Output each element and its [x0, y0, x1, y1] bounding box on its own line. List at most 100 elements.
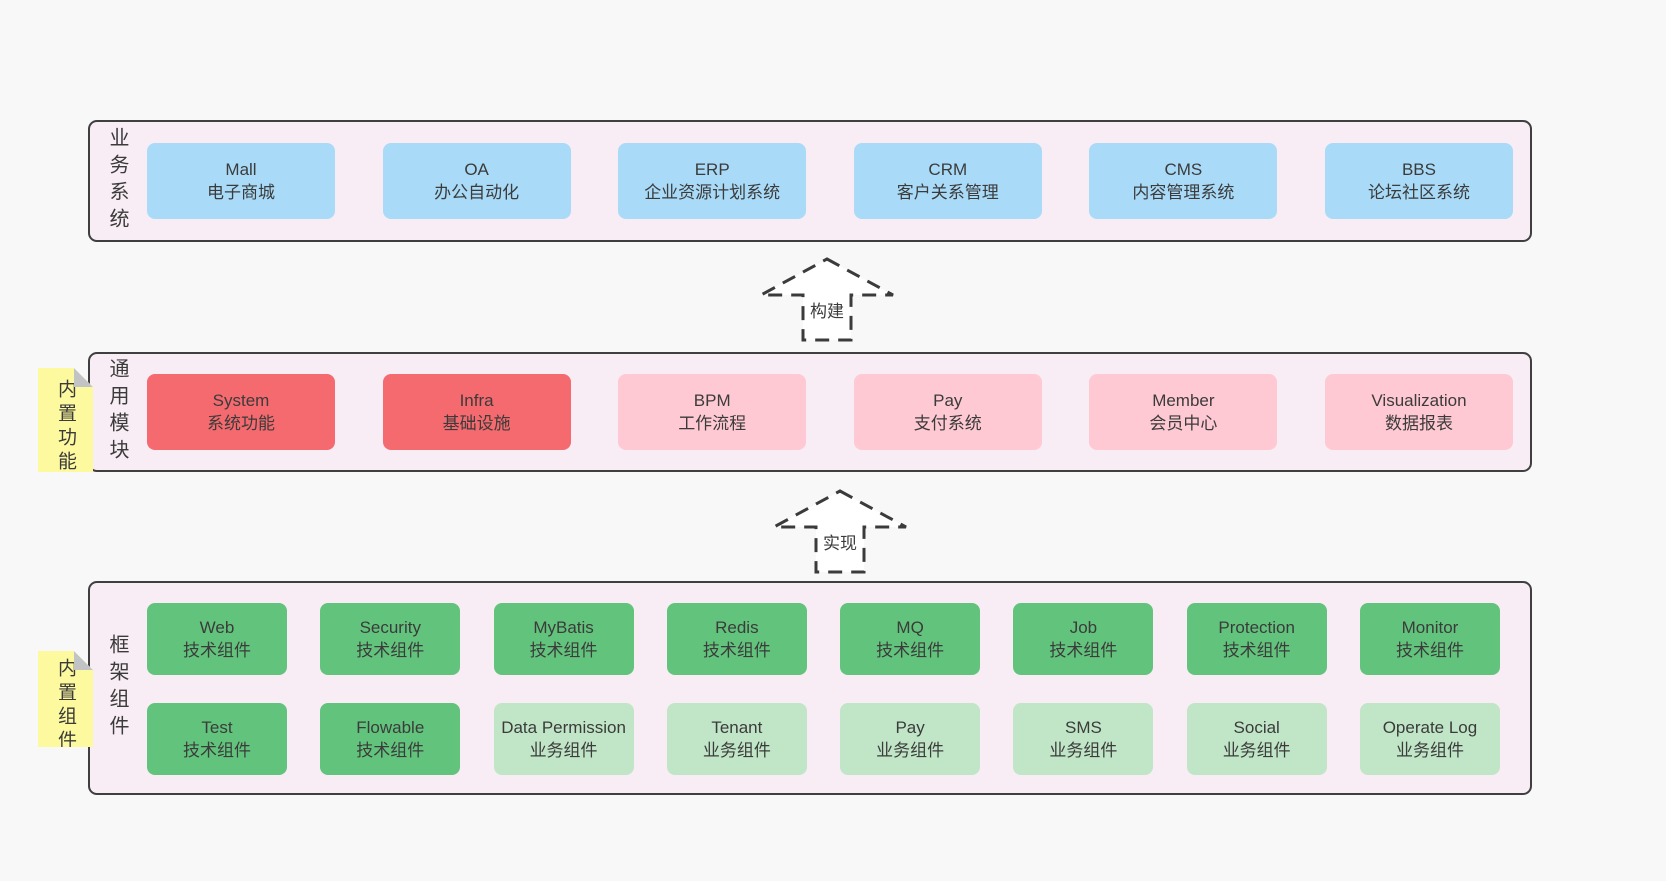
box-tenant: Tenant 业务组件 [666, 703, 807, 775]
box-title: Protection [1218, 617, 1295, 637]
band-framework-components: 框架组件 Web 技术组件 Security 技术组件 MyBatis 技术组件… [88, 581, 1532, 795]
box-subtitle: 办公自动化 [434, 183, 520, 202]
box-subtitle: 技术组件 [529, 641, 598, 660]
box-title: Flowable [356, 717, 425, 737]
box-subtitle: 业务组件 [876, 741, 945, 760]
box-subtitle: 业务组件 [529, 741, 598, 760]
box-subtitle: 技术组件 [356, 741, 425, 760]
box-mybatis: MyBatis 技术组件 [493, 603, 634, 675]
box-subtitle: 系统功能 [207, 414, 275, 433]
box-subtitle: 支付系统 [913, 414, 982, 433]
box-social: Social 业务组件 [1186, 703, 1327, 775]
business-row: Mall 电子商城 OA 办公自动化 ERP 企业资源计划系统 CRM 客户关系… [147, 122, 1513, 240]
box-visualization: Visualization 数据报表 [1324, 374, 1513, 450]
box-subtitle: 客户关系管理 [896, 183, 999, 202]
modules-row: System 系统功能 Infra 基础设施 BPM 工作流程 Pay 支付系统… [147, 354, 1513, 470]
sticky-note-built-in-components: 内置组件 [38, 651, 93, 747]
box-subtitle: 企业资源计划系统 [644, 183, 781, 202]
box-subtitle: 技术组件 [1049, 641, 1118, 660]
box-subtitle: 技术组件 [1222, 641, 1291, 660]
box-title: Monitor [1401, 617, 1459, 637]
box-title: Operate Log [1382, 717, 1478, 737]
box-title: BPM [693, 390, 731, 410]
box-title: MQ [896, 617, 924, 637]
box-subtitle: 技术组件 [702, 641, 771, 660]
box-subtitle: 业务组件 [1395, 741, 1464, 760]
box-title: Mall [225, 159, 257, 179]
sticky-note-label: 内置功能 [55, 379, 76, 475]
box-redis: Redis 技术组件 [666, 603, 807, 675]
band-business-systems: 业务系统 Mall 电子商城 OA 办公自动化 ERP 企业资源计划系统 CRM… [88, 120, 1532, 242]
box-title: System [212, 390, 270, 410]
box-title: Data Permission [501, 717, 626, 737]
components-row-1: Web 技术组件 Security 技术组件 MyBatis 技术组件 Redi… [147, 603, 1500, 675]
box-subtitle: 内容管理系统 [1132, 183, 1235, 202]
box-title: BBS [1401, 159, 1436, 179]
box-subtitle: 会员中心 [1149, 414, 1218, 433]
box-subtitle: 技术组件 [356, 641, 425, 660]
arrow-build: 构建 [757, 256, 897, 342]
components-row-2: Test 技术组件 Flowable 技术组件 Data Permission … [147, 703, 1500, 775]
box-title: Social [1233, 717, 1280, 737]
arrow-build-label: 构建 [807, 296, 847, 323]
box-title: CRM [928, 159, 968, 179]
box-subtitle: 业务组件 [1049, 741, 1118, 760]
box-title: SMS [1064, 717, 1102, 737]
box-pay-component: Pay 业务组件 [840, 703, 981, 775]
box-data-permission: Data Permission 业务组件 [493, 703, 634, 775]
box-cms: CMS 内容管理系统 [1089, 143, 1278, 219]
box-title: Web [199, 617, 235, 637]
box-subtitle: 业务组件 [1222, 741, 1291, 760]
box-subtitle: 论坛社区系统 [1367, 183, 1470, 202]
box-bbs: BBS 论坛社区系统 [1324, 143, 1513, 219]
box-operate-log: Operate Log 业务组件 [1359, 703, 1500, 775]
box-subtitle: 技术组件 [1395, 641, 1464, 660]
box-web: Web 技术组件 [147, 603, 287, 675]
box-title: Job [1069, 617, 1098, 637]
box-security: Security 技术组件 [320, 603, 461, 675]
box-subtitle: 电子商城 [207, 183, 275, 202]
box-oa: OA 办公自动化 [382, 143, 571, 219]
box-subtitle: 技术组件 [183, 741, 251, 760]
box-title: Redis [715, 617, 759, 637]
box-monitor: Monitor 技术组件 [1359, 603, 1500, 675]
box-title: Pay [933, 390, 963, 410]
box-system: System 系统功能 [147, 374, 335, 450]
box-title: Security [359, 617, 421, 637]
box-member: Member 会员中心 [1089, 374, 1278, 450]
box-erp: ERP 企业资源计划系统 [618, 143, 807, 219]
box-crm: CRM 客户关系管理 [853, 143, 1042, 219]
box-title: ERP [694, 159, 730, 179]
sticky-note-built-in-functions: 内置功能 [38, 368, 93, 472]
band-label-business: 业务系统 [106, 127, 128, 235]
box-title: OA [464, 159, 489, 179]
box-bpm: BPM 工作流程 [618, 374, 807, 450]
box-title: MyBatis [533, 617, 594, 637]
box-title: Tenant [711, 717, 763, 737]
box-test: Test 技术组件 [147, 703, 287, 775]
box-title: Test [201, 717, 233, 737]
box-mall: Mall 电子商城 [147, 143, 335, 219]
box-subtitle: 基础设施 [442, 414, 511, 433]
box-subtitle: 工作流程 [678, 414, 747, 433]
box-subtitle: 技术组件 [876, 641, 945, 660]
box-title: Visualization [1371, 390, 1467, 410]
band-label-components: 框架组件 [106, 634, 128, 742]
box-job: Job 技术组件 [1013, 603, 1154, 675]
box-flowable: Flowable 技术组件 [320, 703, 461, 775]
arrow-implement-label: 实现 [820, 528, 860, 555]
box-subtitle: 技术组件 [183, 641, 251, 660]
box-title: Infra [459, 390, 494, 410]
box-protection: Protection 技术组件 [1186, 603, 1327, 675]
sticky-note-label: 内置组件 [55, 658, 76, 754]
box-pay-module: Pay 支付系统 [853, 374, 1042, 450]
box-subtitle: 数据报表 [1384, 414, 1453, 433]
box-infra: Infra 基础设施 [382, 374, 571, 450]
box-mq: MQ 技术组件 [840, 603, 981, 675]
box-sms: SMS 业务组件 [1013, 703, 1154, 775]
arrow-implement: 实现 [770, 488, 910, 574]
band-common-modules: 通用模块 System 系统功能 Infra 基础设施 BPM 工作流程 Pay… [88, 352, 1532, 472]
box-title: CMS [1164, 159, 1203, 179]
box-title: Pay [895, 717, 925, 737]
